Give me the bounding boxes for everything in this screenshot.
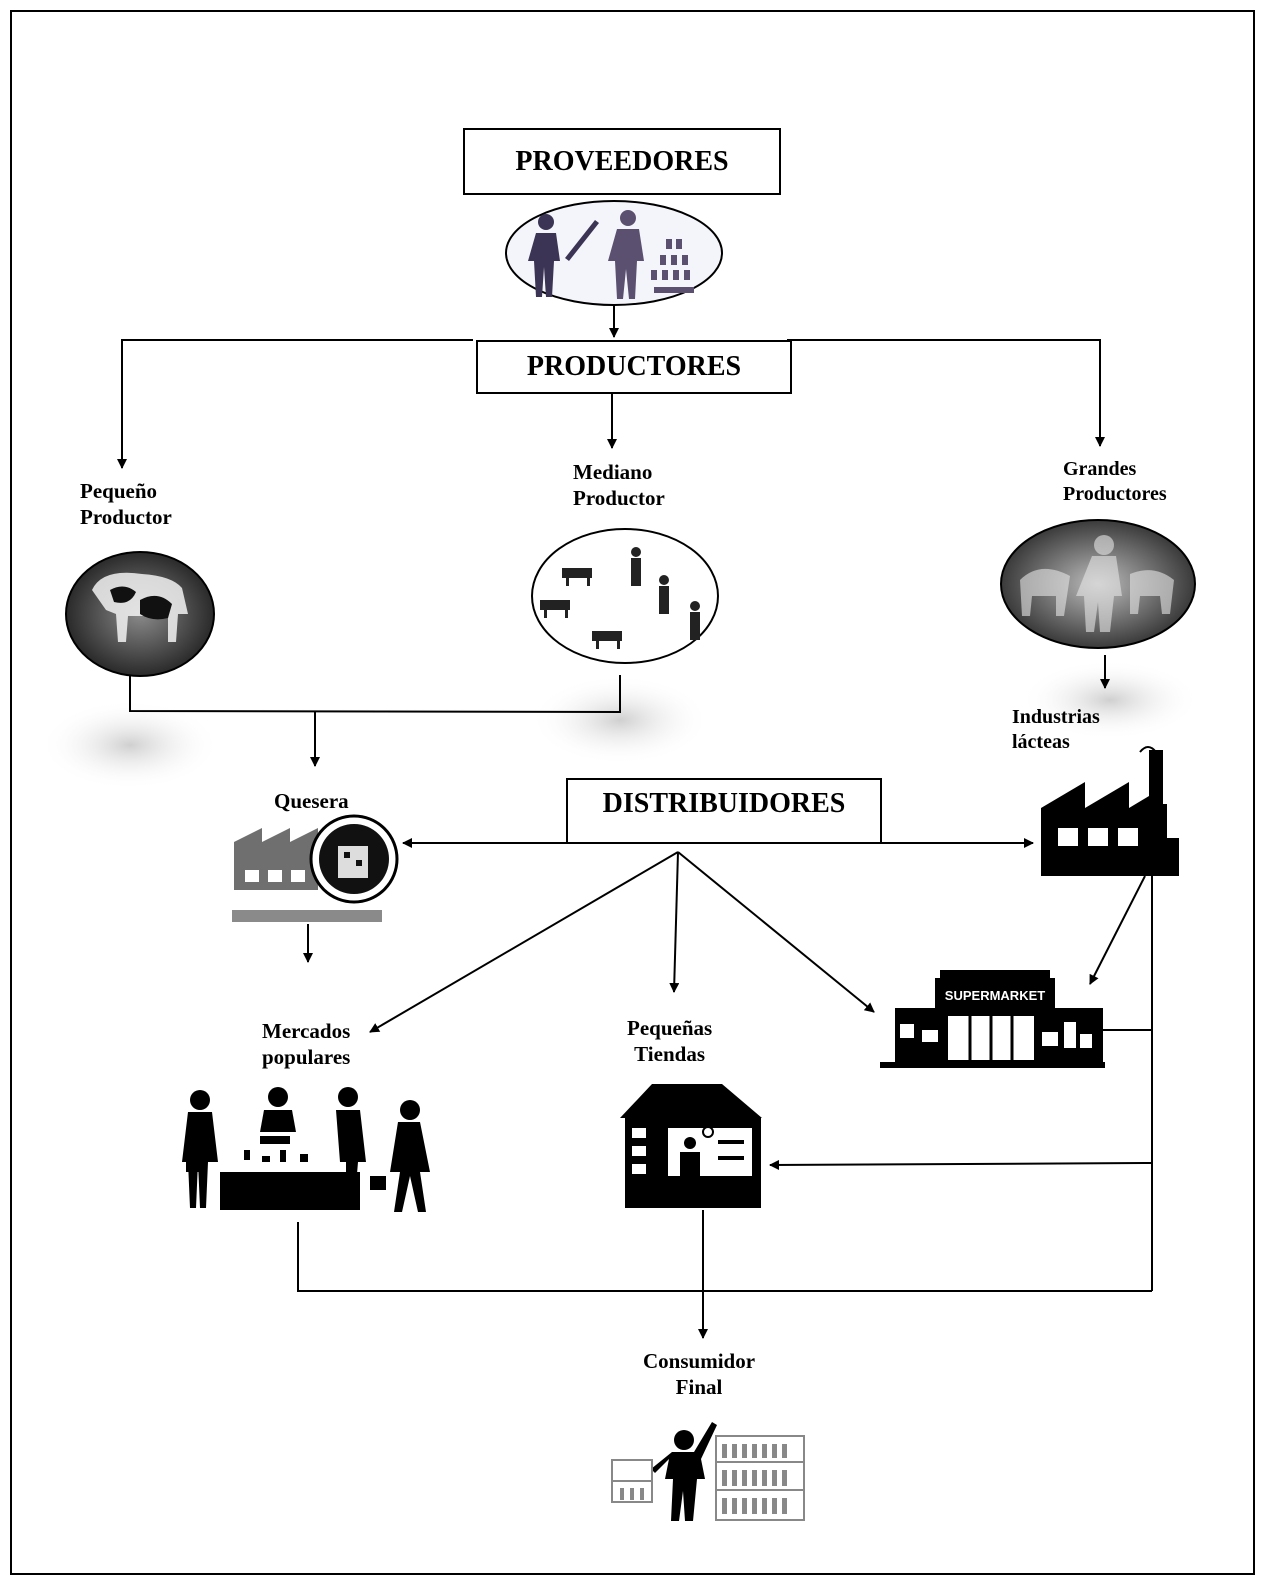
large-dairy-icon [1000, 519, 1196, 649]
supermarket-icon: SUPERMARKET [880, 970, 1105, 1068]
mediano-productor-label: Mediano Productor [573, 460, 665, 510]
arrow-to-grandes [787, 339, 1105, 447]
productores-label: PRODUCTORES [526, 351, 742, 382]
pequeno-productor-label: Pequeño Productor [80, 479, 172, 529]
line-bottom [297, 1222, 1152, 1292]
shopper-icon [611, 1422, 805, 1521]
cow-icon [65, 551, 215, 677]
arrow-to-pequeno [117, 339, 473, 469]
arrow-to-tiendas [769, 1159, 1153, 1170]
productores-box: PRODUCTORES [476, 340, 792, 394]
grandes-productores-label: Grandes Productores [1063, 458, 1167, 505]
proveedores-box: PROVEEDORES [463, 128, 781, 195]
factory-icon [1041, 746, 1179, 876]
distribuidores-label: DISTRIBUIDORES [602, 788, 846, 819]
pequenas-tiendas-label: Pequeñas Tiendas [627, 1016, 713, 1066]
distribuidores-box: DISTRIBUIDORES [566, 778, 882, 844]
cheese-factory-icon [232, 814, 399, 922]
arrow-dist-supermarket [677, 851, 875, 1013]
line-producers-merge [129, 675, 621, 714]
quesera-label: Quesera [274, 789, 349, 813]
shadow [40, 700, 220, 790]
consumidor-final-label: Consumidor Final [643, 1349, 756, 1399]
proveedores-icon [505, 200, 723, 306]
shadow [1020, 660, 1200, 740]
cattle-herd-icon [531, 528, 719, 664]
industrias-lacteas-label: Industrias lácteas [1012, 706, 1100, 753]
shadow [530, 675, 710, 765]
arrow-dist-mercados [369, 851, 679, 1033]
market-people-icon [182, 1087, 430, 1212]
arrow-dist-tiendas [669, 851, 680, 993]
small-shop-icon [620, 1084, 762, 1208]
mercados-populares-label: Mercados populares [262, 1019, 351, 1069]
supermarket-sign: SUPERMARKET [945, 988, 1045, 1003]
arrow-industria-supermarket [1089, 875, 1146, 985]
diagram-frame [10, 10, 1255, 1575]
proveedores-label: PROVEEDORES [515, 145, 729, 177]
